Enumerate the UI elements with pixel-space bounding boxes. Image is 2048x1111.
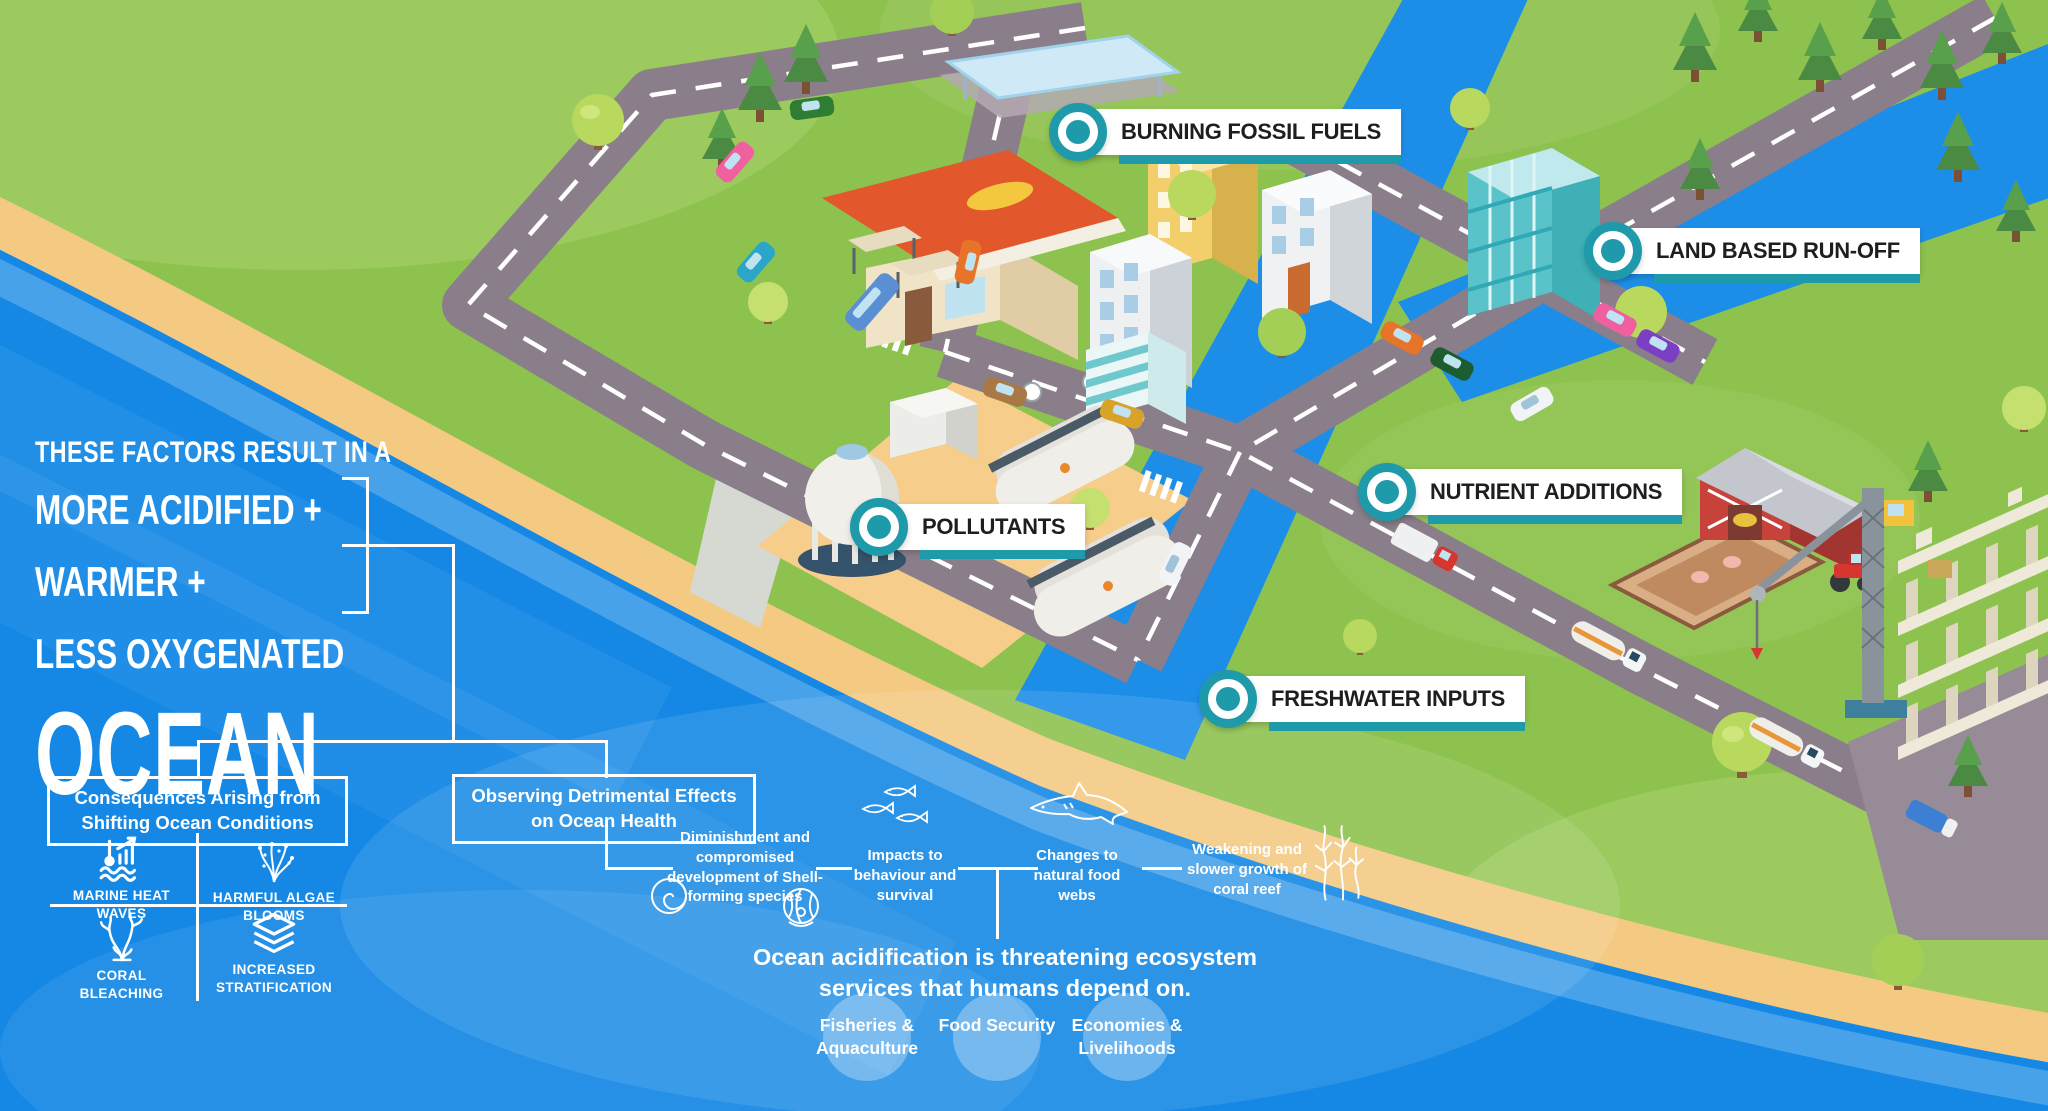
vehicles [715, 95, 1958, 838]
service-circle-fisheries [823, 993, 911, 1081]
effect-connector [605, 867, 673, 870]
nautilus-shell-icon [783, 888, 819, 927]
crane-icon [1750, 488, 1952, 718]
headline-block: THESE FACTORS RESULT IN A MORE ACIDIFIED… [35, 436, 492, 820]
bus-icon [845, 273, 899, 331]
pine-trees [702, 0, 2036, 797]
factor-label: FRESHWATER INPUTS [1271, 686, 1506, 711]
car-icon [736, 241, 776, 283]
consequence-increased-stratification: INCREASED STRATIFICATION [200, 912, 348, 996]
teal-dot-marker-icon [1584, 222, 1642, 280]
consequence-label: INCREASED STRATIFICATION [215, 962, 333, 995]
gas-station [940, 34, 1182, 118]
effect-connector [1142, 867, 1182, 870]
connector-line [366, 544, 455, 547]
truck-icon [1390, 522, 1458, 572]
factor-label: BURNING FOSSIL FUELS [1121, 119, 1382, 144]
consequence-label: CORAL BLEACHING [79, 968, 164, 1001]
consequence-coral-bleaching: CORAL BLEACHING [47, 912, 196, 1002]
grid-divider [196, 833, 199, 1001]
shark-icon [1030, 782, 1128, 825]
service-label-fisheries: Fisheries & Aquaculture [815, 1015, 919, 1059]
algae-icon [258, 842, 294, 883]
connector-line [452, 544, 455, 743]
construction-site [1750, 486, 2048, 940]
teal-dot-marker-icon [1199, 670, 1257, 728]
teal-dot-marker-icon [1358, 463, 1416, 521]
grid-divider [50, 904, 347, 907]
bracket-tick [342, 611, 369, 614]
car-icon [1510, 386, 1554, 422]
consequence-harmful-algae-blooms: HARMFUL ALGAE BLOOMS [200, 836, 348, 924]
factor-pill-nutrient-additions: NUTRIENT ADDITIONS [1358, 463, 1683, 524]
observing-box: Observing Detrimental Effects on Ocean H… [452, 774, 756, 844]
ocean-waves [0, 258, 2048, 1111]
car-icon [1636, 329, 1680, 363]
connector-line [197, 740, 200, 778]
ocean [0, 249, 2048, 1111]
consequences-box: Consequences Arising from Shifting Ocean… [47, 776, 348, 846]
round-trees [572, 0, 2046, 990]
headline-line2: WARMER + [35, 558, 206, 605]
van-icon [1905, 799, 1958, 838]
service-label-economies: Economies & Livelihoods [1071, 1015, 1183, 1059]
connector-line [605, 740, 608, 778]
headline-line3: LESS OXYGENATED [35, 630, 345, 677]
seaweed-icon [1314, 825, 1365, 901]
layers-icon [252, 912, 296, 954]
service-label-food-security: Food Security [938, 1015, 1056, 1035]
car-icon [1430, 347, 1474, 381]
teal-dot-marker-icon [1049, 103, 1107, 161]
tanker-truck-icon [1571, 621, 1647, 672]
factor-pill-pollutants: POLLUTANTS [850, 498, 1086, 559]
teal-dot-marker-icon [850, 498, 908, 556]
factor-pill-freshwater-inputs: FRESHWATER INPUTS [1199, 670, 1526, 731]
factor-label: LAND BASED RUN-OFF [1656, 238, 1900, 263]
boat-ramp [690, 470, 795, 628]
observing-title: Observing Detrimental Effects on Ocean H… [471, 785, 737, 831]
car-icon [789, 95, 835, 121]
factor-label: NUTRIENT ADDITIONS [1430, 479, 1663, 504]
effect-coral-growth: Weakening and slower growth of coral ree… [1187, 841, 1307, 898]
car-icon [1380, 321, 1424, 355]
car-icon [982, 377, 1028, 407]
headline-line1: MORE ACIDIFIED + [35, 486, 322, 533]
effect-shell-species: Diminishment and compromised development… [667, 829, 823, 906]
consequence-label: HARMFUL ALGAE BLOOMS [212, 890, 336, 923]
statement-connector [996, 867, 999, 939]
glass-building [1467, 148, 1600, 320]
fish-icons [861, 784, 928, 824]
thermometer-waves-icon [99, 836, 136, 882]
car-icon [1158, 542, 1192, 586]
headline-intro: THESE FACTORS RESULT IN A [35, 436, 392, 469]
service-circle-economies [1083, 993, 1171, 1081]
connector-line [605, 820, 608, 870]
shell-icon [651, 878, 688, 914]
headline-ocean: OCEAN [35, 688, 320, 820]
factor-pill-burning-fossil-fuels: BURNING FOSSIL FUELS [1049, 103, 1402, 164]
bracket-tick [342, 544, 369, 547]
car-icon [1099, 399, 1145, 429]
consequences-title: Consequences Arising from Shifting Ocean… [74, 787, 321, 833]
bracket-tick [342, 477, 369, 480]
consequence-marine-heat-waves: MARINE HEAT WAVES [47, 836, 196, 922]
car-icon [954, 239, 982, 285]
connector-line [197, 740, 608, 743]
factor-label: POLLUTANTS [922, 514, 1066, 539]
statement-text: Ocean acidification is threatening ecosy… [752, 944, 1258, 1002]
coral-icon [99, 913, 143, 962]
service-circle-food-security [953, 993, 1041, 1081]
beach-sand [0, 196, 2048, 1064]
tanker-truck-icon [1749, 717, 1825, 768]
car-icon [1593, 303, 1637, 337]
effect-food-webs: Changes to natural food webs [1033, 847, 1121, 904]
factor-pill-land-based-run-off: LAND BASED RUN-OFF [1584, 222, 1920, 283]
effect-behaviour-survival: Impacts to behaviour and survival [853, 847, 957, 904]
effect-connector [816, 867, 852, 870]
car-icon [715, 141, 755, 183]
